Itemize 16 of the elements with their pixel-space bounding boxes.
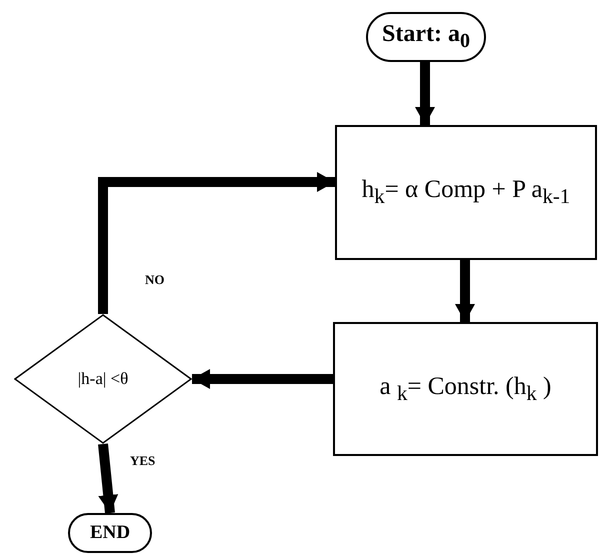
node-text: h$_{k}$= α Comp + P a$_{k-1}$ [362, 176, 570, 209]
process-box [333, 322, 598, 456]
edge-label: NO [145, 272, 164, 288]
arrow [455, 260, 475, 322]
decision-diamond [14, 314, 192, 444]
start-terminal [366, 12, 486, 62]
end-terminal [68, 513, 152, 553]
edge-label: YES [130, 453, 156, 469]
arrow [192, 369, 333, 389]
node-text: Start: a$_{0}$ [382, 21, 470, 53]
node-text: a $_{k}$= Constr. (h$_{k}$ ) [380, 372, 552, 406]
arrow [98, 172, 335, 314]
node-text: END [90, 522, 130, 544]
process-box [335, 125, 597, 260]
node-text: |h-a| <θ [78, 369, 128, 389]
arrow [415, 62, 435, 125]
